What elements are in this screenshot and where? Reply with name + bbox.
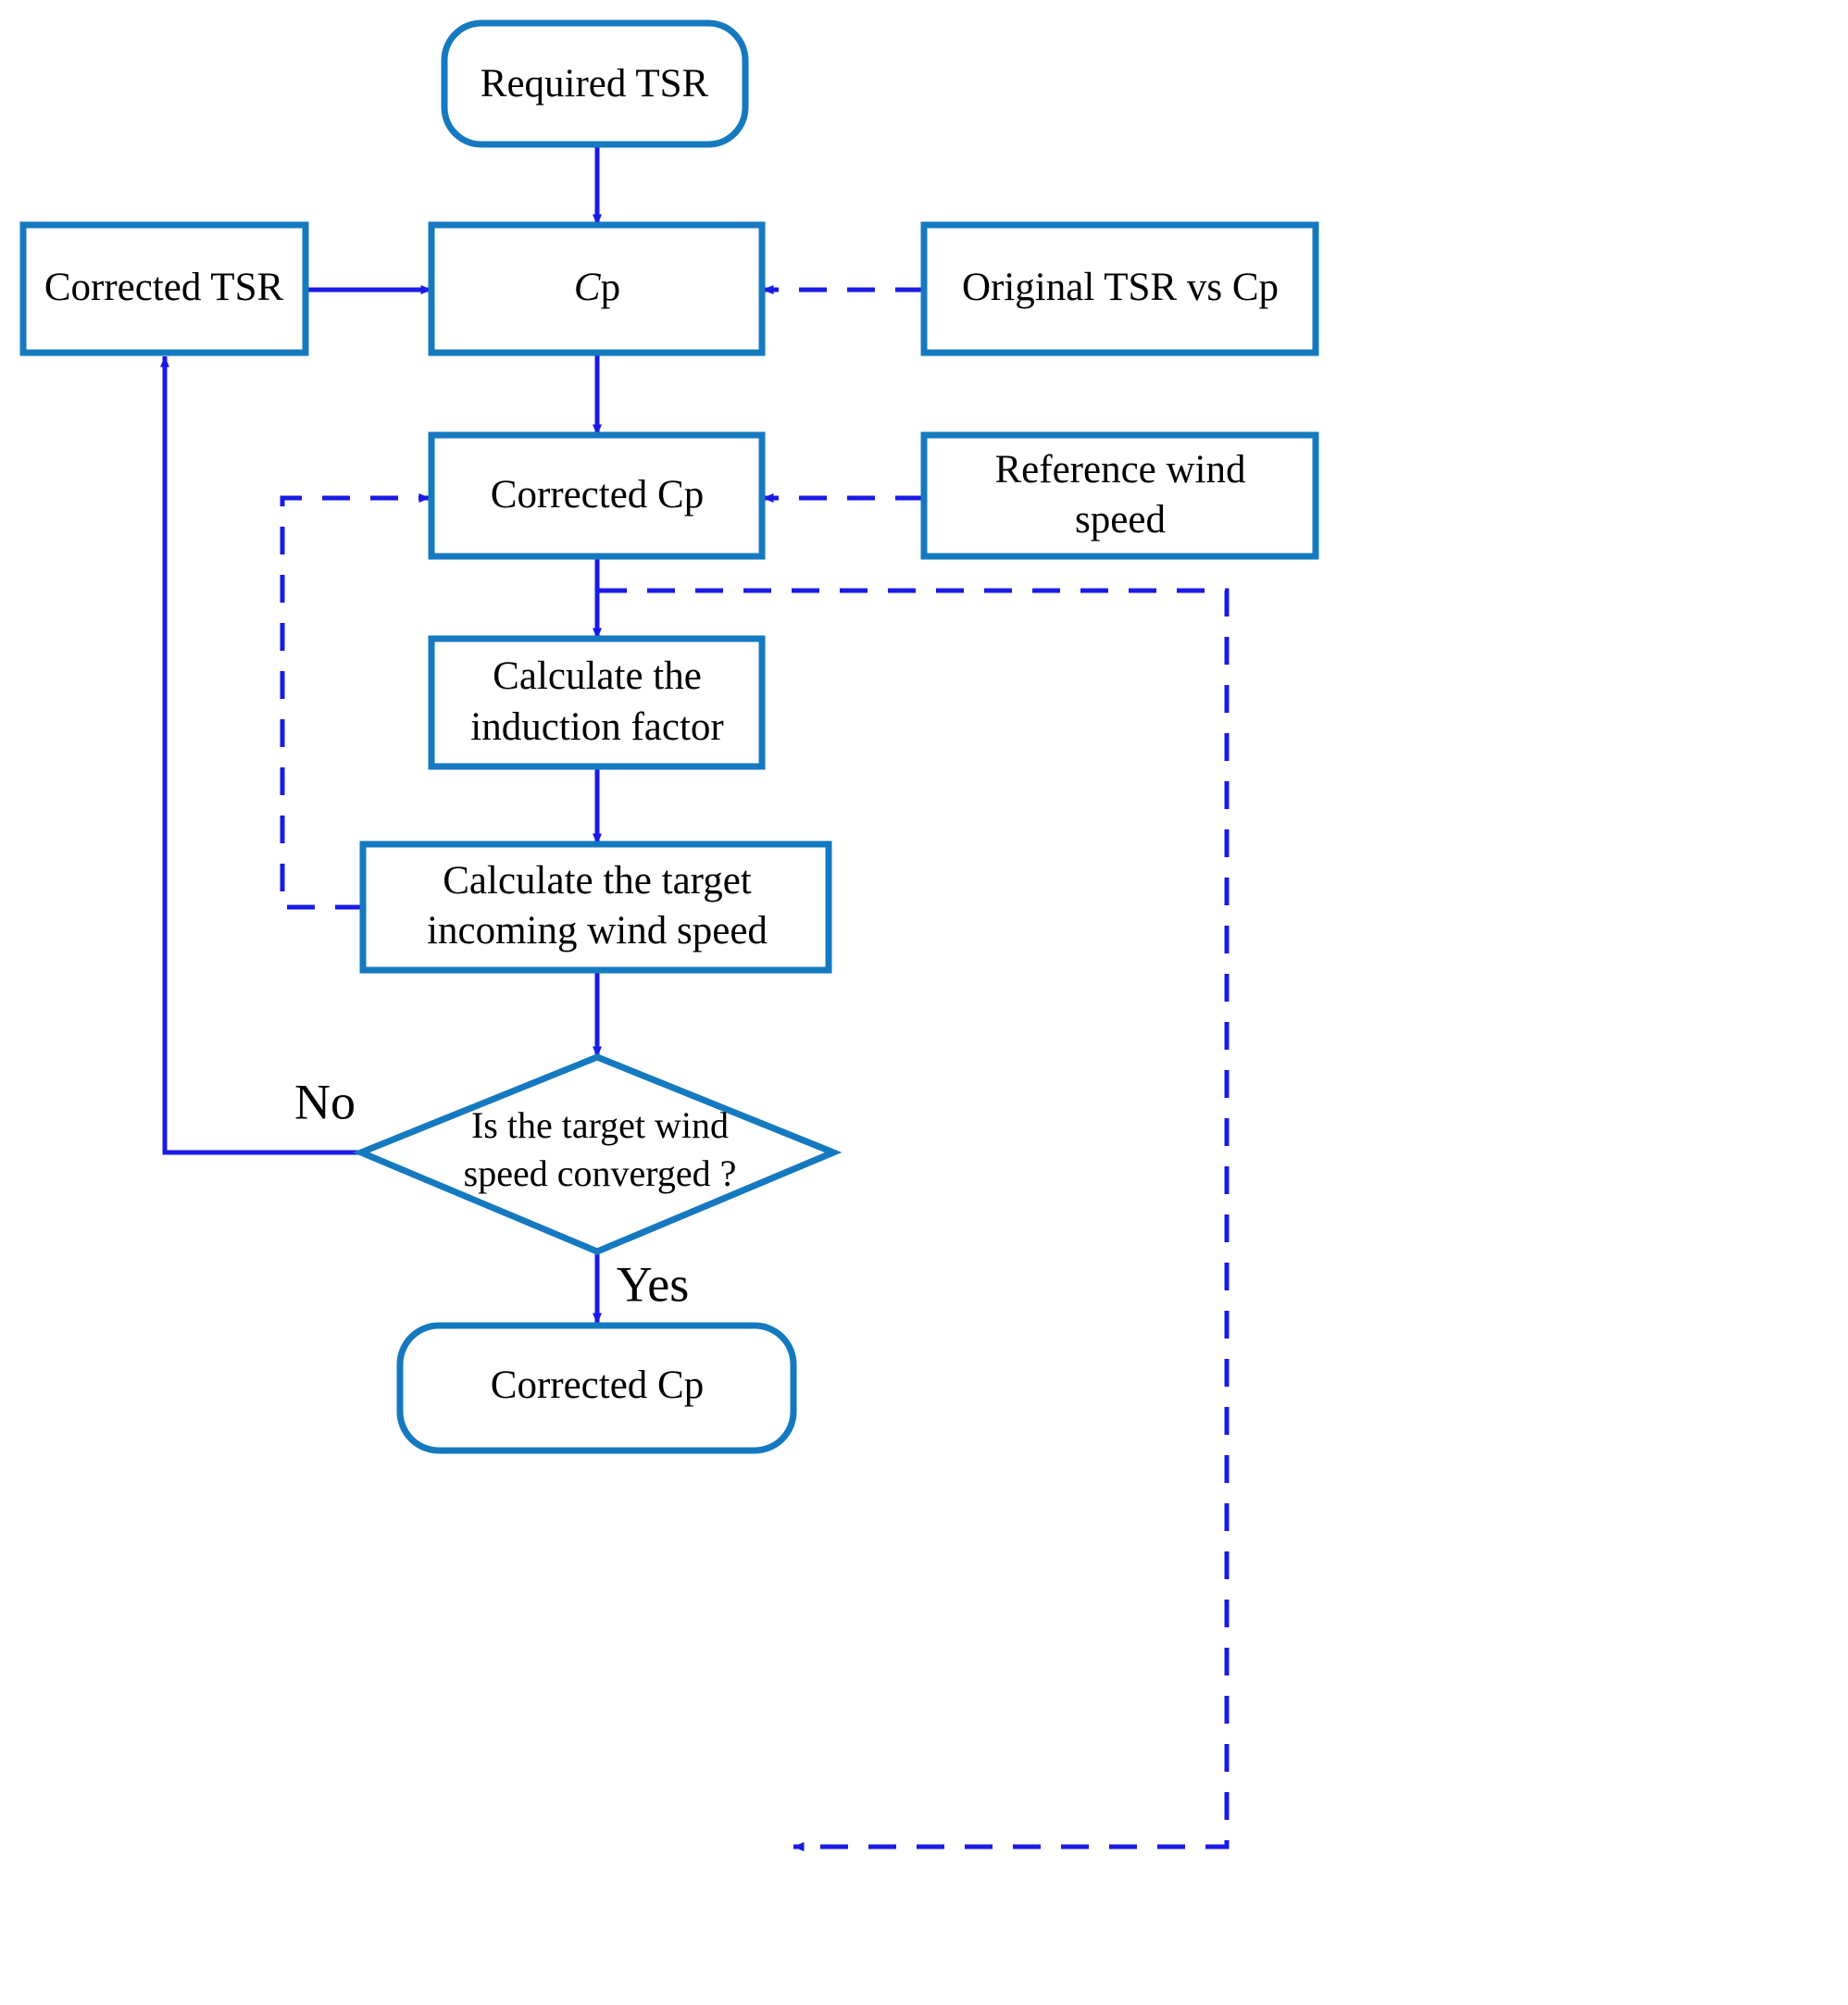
- corrected-tsr-label: Corrected TSR: [44, 266, 284, 309]
- calculate-target-wind-speed-shape: [359, 841, 832, 974]
- cp-label-c: C: [574, 266, 602, 309]
- node-corrected-cp[interactable]: Corrected Cp: [428, 431, 766, 560]
- node-corrected-tsr[interactable]: Corrected TSR: [19, 221, 309, 356]
- node-original-tsr-vs-cp[interactable]: Original TSR vs Cp: [920, 221, 1319, 356]
- node-layer: Required TSR Corrected TSR Cp Original T…: [19, 19, 1319, 1454]
- node-reference-wind-speed[interactable]: Reference wind speed: [920, 431, 1319, 560]
- connector-corrected-cp-branch-to-output: [599, 588, 1230, 1851]
- required-tsr-shape: [441, 19, 749, 148]
- required-tsr-label: Required TSR: [481, 62, 709, 106]
- corrected-cp-output-label: Corrected Cp: [491, 1364, 704, 1407]
- edge-label-yes: Yes: [617, 1256, 690, 1312]
- decision-converged-label-line1: Is the target wind: [471, 1104, 729, 1146]
- corrected-tsr-shape: [19, 221, 309, 356]
- reference-wind-speed-label-line1: Reference wind: [995, 448, 1246, 492]
- original-tsr-vs-cp-label: Original TSR vs Cp: [962, 266, 1279, 309]
- cp-label: Cp: [574, 266, 620, 309]
- corrected-cp-output-shape: [396, 1322, 797, 1454]
- reference-wind-speed-label-line2: speed: [1075, 498, 1166, 542]
- node-required-tsr[interactable]: Required TSR: [441, 19, 749, 148]
- calculate-induction-factor-label-line2: induction factor: [470, 705, 723, 749]
- calculate-target-wind-speed-label-line2: incoming wind speed: [427, 909, 768, 953]
- connector-layer: [160, 146, 1230, 1851]
- node-corrected-cp-output[interactable]: Corrected Cp: [396, 1322, 797, 1454]
- cp-label-p: p: [601, 266, 621, 309]
- cp-shape: [428, 221, 766, 356]
- original-tsr-vs-cp-shape: [920, 221, 1319, 356]
- reference-wind-speed-shape: [920, 431, 1319, 560]
- node-decision-converged[interactable]: Is the target wind speed converged ?: [352, 1052, 843, 1256]
- node-cp[interactable]: Cp: [428, 221, 766, 356]
- corrected-cp-shape: [428, 431, 766, 560]
- decision-converged-diamond: [352, 1053, 843, 1255]
- calculate-induction-factor-label-line1: Calculate the: [493, 654, 702, 698]
- decision-converged-label-line2: speed converged ?: [464, 1152, 737, 1194]
- calculate-induction-factor-shape: [428, 635, 766, 770]
- node-calculate-induction-factor[interactable]: Calculate the induction factor: [428, 635, 766, 770]
- calculate-target-wind-speed-label-line1: Calculate the target: [443, 859, 752, 903]
- corrected-cp-label: Corrected Cp: [491, 473, 704, 517]
- node-calculate-target-wind-speed[interactable]: Calculate the target incoming wind speed: [359, 841, 832, 974]
- edge-label-no: No: [294, 1074, 356, 1129]
- edge-label-layer: No Yes: [294, 1074, 689, 1312]
